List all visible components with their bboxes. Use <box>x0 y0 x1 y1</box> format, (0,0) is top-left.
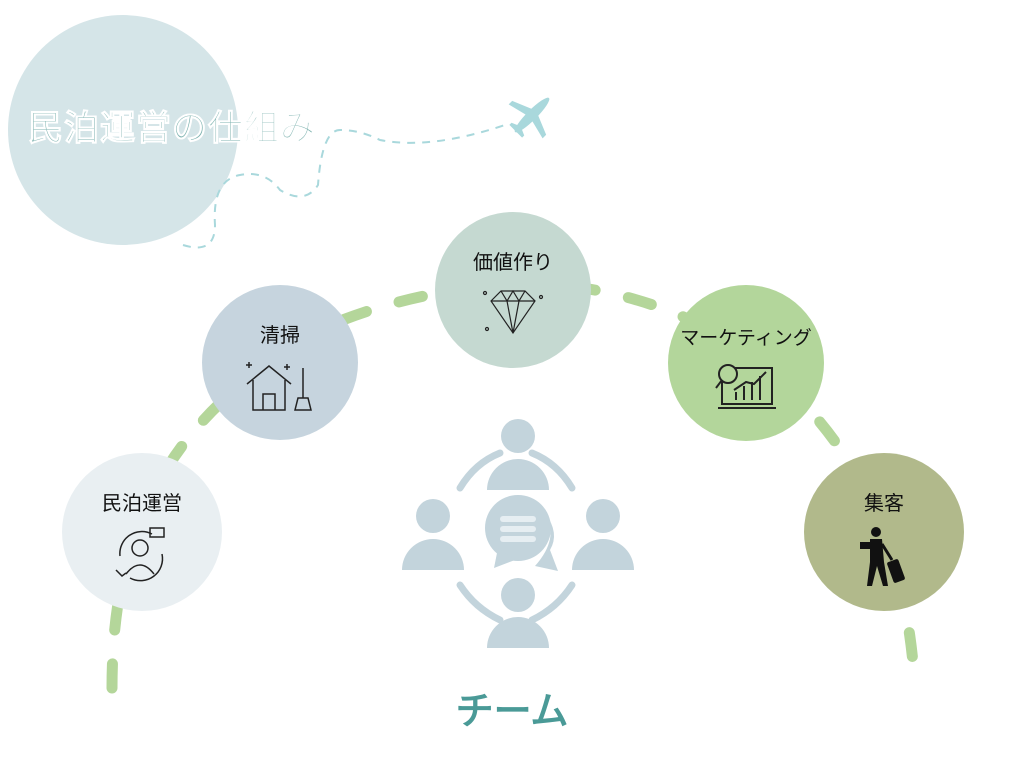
analytics-chart-icon <box>715 364 776 409</box>
node-minpaku-operation: 民泊運営 <box>62 453 222 611</box>
node-cleaning: 清掃 <box>202 285 358 440</box>
node-value-creation: 価値作り <box>435 212 591 368</box>
team-label: チーム <box>455 689 569 733</box>
node-marketing: マーケティング <box>668 285 824 441</box>
node-label: 民泊運営 <box>102 491 182 515</box>
phone-operator-icon <box>115 527 165 582</box>
diamond-icon <box>482 289 544 335</box>
node-label: 価値作り <box>473 250 553 274</box>
team-chat-icon <box>402 419 634 648</box>
house-broom-icon <box>246 362 312 411</box>
title-circle <box>8 15 238 245</box>
node-customer-acquisition: 集客 <box>804 453 964 611</box>
traveler-luggage-icon <box>860 527 905 586</box>
page-title: 民泊運営の仕組み <box>27 109 317 150</box>
node-label: 集客 <box>864 491 904 515</box>
airplane-icon <box>508 97 550 139</box>
flight-path <box>182 124 506 249</box>
node-label: マーケティング <box>680 327 812 349</box>
node-label: 清掃 <box>260 323 300 347</box>
